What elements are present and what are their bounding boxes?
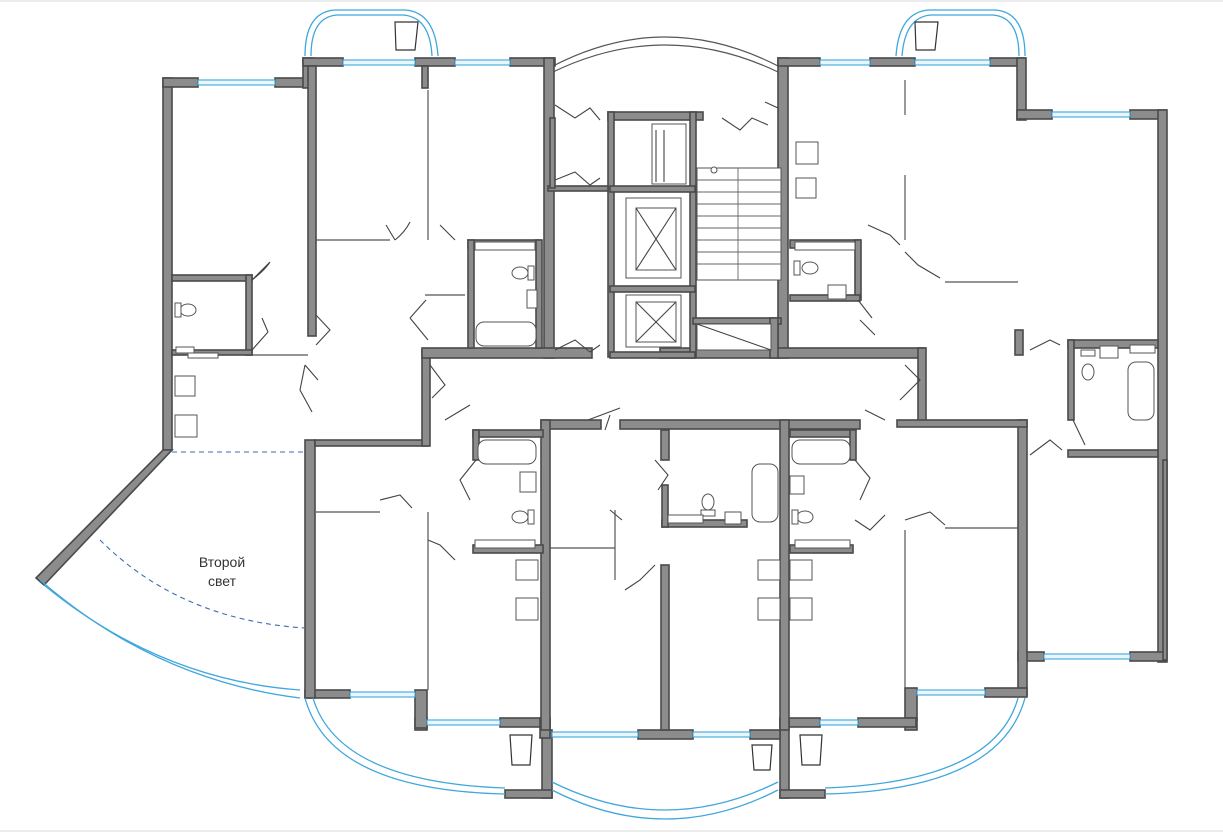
toilet-1 <box>511 265 535 281</box>
windows <box>197 59 1131 738</box>
doors <box>251 101 1086 591</box>
partitions <box>252 80 1018 690</box>
bay-window-bottom-left <box>304 697 533 795</box>
bathtub-4 <box>751 463 779 523</box>
double-height-label-line2: свет <box>208 573 237 589</box>
top-arch-inner <box>552 44 779 73</box>
vent-shaft <box>651 123 687 185</box>
double-height-label-line1: Второй <box>199 554 245 570</box>
bay-window-bottom-right <box>799 697 1026 795</box>
toilet-3 <box>793 260 819 276</box>
kitchen-counters <box>174 177 1156 581</box>
bay-window-top-left <box>304 9 439 57</box>
staircase <box>696 166 782 281</box>
bathtub-2 <box>477 439 537 465</box>
bathtub-3 <box>791 439 851 465</box>
stoves <box>174 141 819 621</box>
toilet-2 <box>174 302 197 318</box>
elevator-shaft-2 <box>625 294 682 348</box>
top-arch <box>552 36 779 67</box>
toilet-5 <box>791 509 814 525</box>
bathtub-1 <box>475 321 537 347</box>
stair-landing <box>696 323 772 351</box>
toilet-4 <box>511 509 535 525</box>
stair-core <box>547 111 782 359</box>
elevator-shaft-1 <box>625 197 682 279</box>
double-height-outline <box>99 539 306 629</box>
interior-walls <box>171 65 1168 731</box>
left-curved-wing <box>34 449 306 699</box>
bay-window-top-right <box>895 9 1026 57</box>
toilet-7 <box>1080 349 1096 381</box>
bay-window-bottom-center <box>551 744 779 820</box>
toilet-6 <box>700 493 716 517</box>
bathtub-5 <box>1127 361 1155 421</box>
sinks <box>175 284 1119 525</box>
